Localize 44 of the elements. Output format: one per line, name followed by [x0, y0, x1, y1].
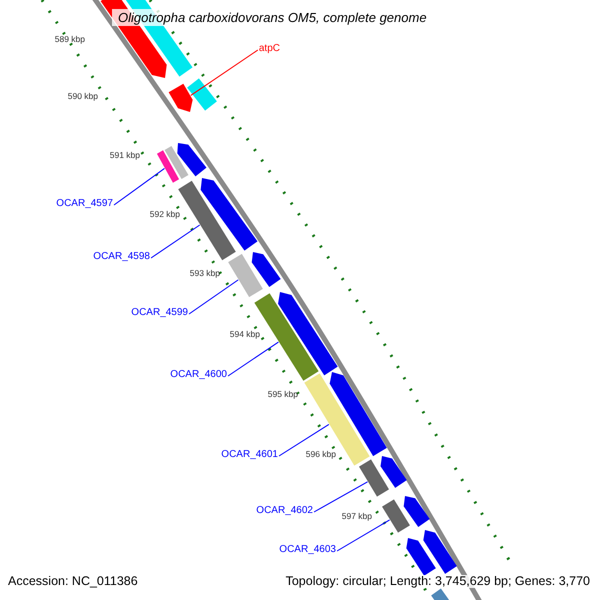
gene-feature — [252, 252, 281, 288]
scale-tick-label: 590 kbp — [68, 92, 98, 100]
leader-line — [114, 168, 165, 206]
gene-feature — [177, 143, 206, 176]
gene-label: OCAR_4599 — [131, 308, 188, 318]
leader-line — [278, 424, 330, 456]
gene-feature — [178, 180, 236, 260]
gene-label: OCAR_4601 — [221, 450, 278, 460]
leader-line — [228, 342, 279, 376]
scale-tick-label: 591 kbp — [110, 151, 140, 160]
scale-tick-label: 595 kbp — [268, 390, 298, 398]
scale-tick-label: 596 kbp — [306, 450, 336, 458]
scale-tick-label: 594 kbp — [230, 330, 260, 338]
leader-line — [150, 224, 200, 258]
scale-tick-label: 592 kbp — [150, 210, 180, 218]
leader-line — [188, 279, 239, 314]
gene-label: OCAR_4603 — [279, 545, 336, 555]
gene-label: OCAR_4598 — [93, 252, 150, 262]
gene-feature — [382, 499, 410, 533]
gene-feature — [168, 84, 193, 112]
gene-feature — [200, 178, 258, 251]
scale-tick-label: 589 kbp — [54, 35, 85, 44]
scale-tick-label: 597 kbp — [342, 512, 372, 520]
gene-feature — [156, 150, 180, 183]
footer-text: Topology: circular; Length: 3,745,629 bp; Genes: 3,770 — [286, 575, 590, 588]
scale-tick-label: 593 kbp — [190, 269, 220, 278]
gene-feature — [187, 78, 217, 111]
gene-feature — [404, 496, 430, 528]
gene-feature — [359, 459, 389, 497]
gene-feature — [278, 292, 338, 376]
gene-label: OCAR_4602 — [256, 506, 313, 516]
footer-text: Accession: NC_011386 — [8, 575, 138, 588]
gene-feature — [228, 254, 263, 298]
gene-feature — [164, 146, 188, 180]
leader-line — [336, 519, 390, 552]
gene-feature — [423, 530, 457, 574]
leader-line — [314, 481, 368, 512]
gene-feature — [380, 456, 407, 488]
gene-label: OCAR_4600 — [170, 370, 227, 380]
gene-label: atpC — [258, 44, 280, 54]
gene-feature — [304, 373, 370, 466]
leader-line — [190, 50, 258, 96]
gene-feature — [406, 538, 436, 576]
gene-label: OCAR_4597 — [56, 199, 113, 209]
